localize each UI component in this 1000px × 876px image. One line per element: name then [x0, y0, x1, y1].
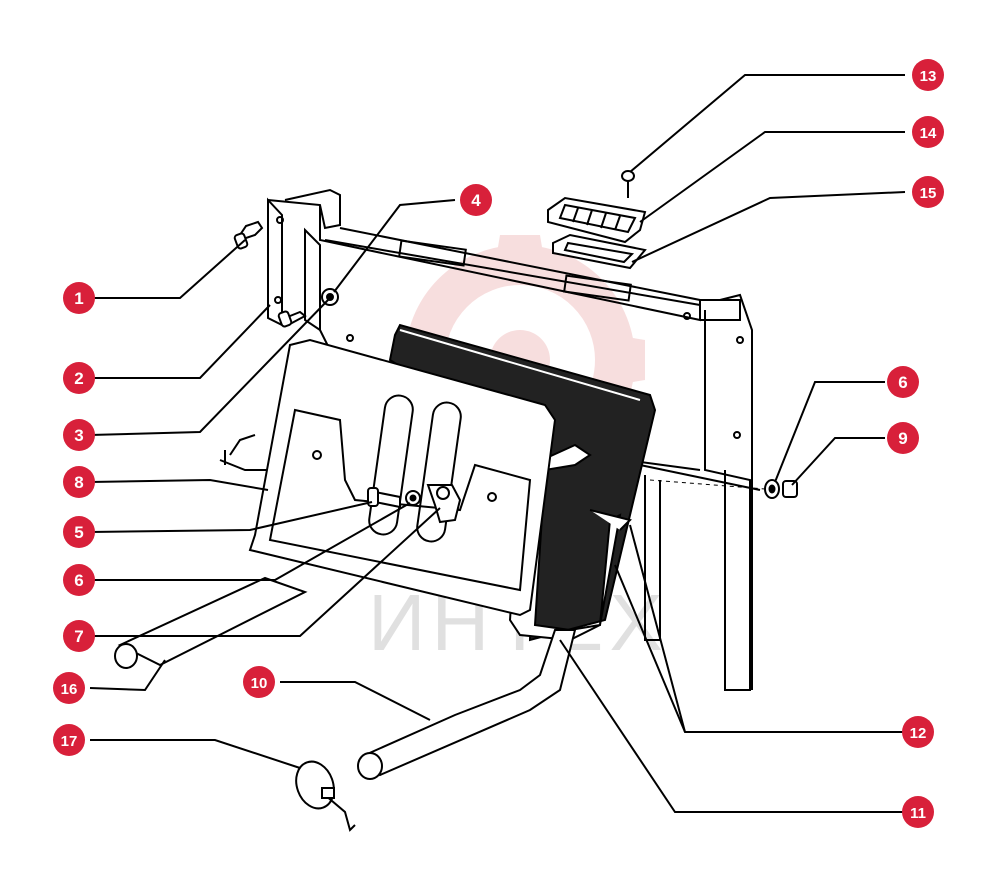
leader-6a — [90, 502, 411, 581]
leader-14 — [639, 131, 905, 223]
callout-number: 7 — [74, 627, 83, 646]
leader-lines — [89, 74, 906, 813]
callout-15: 15 — [912, 176, 944, 208]
nut-9 — [782, 480, 798, 498]
callout-number: 4 — [471, 191, 481, 210]
callout-badge — [63, 282, 95, 314]
leader-7 — [90, 507, 441, 637]
callout-number: 17 — [61, 733, 78, 750]
leader-13 — [629, 74, 905, 173]
callout-8: 8 — [63, 466, 95, 498]
callout-13: 13 — [912, 59, 944, 91]
callout-6: 6 — [63, 564, 95, 596]
leader-8 — [89, 478, 269, 491]
callout-3: 3 — [63, 419, 95, 451]
callout-number: 9 — [898, 429, 907, 448]
callout-badge — [912, 59, 944, 91]
leader-3 — [89, 299, 329, 436]
callout-10: 10 — [243, 666, 275, 698]
screw-3 — [277, 310, 307, 328]
callout-7: 7 — [63, 620, 95, 652]
screw-13 — [621, 170, 635, 198]
callout-number: 13 — [920, 68, 937, 85]
bolt-1 — [233, 220, 264, 250]
callout-badge — [53, 724, 85, 756]
leader-11 — [559, 639, 905, 813]
callout-number: 2 — [74, 369, 83, 388]
callout-number: 3 — [74, 426, 83, 445]
vent-cover-14 — [547, 196, 647, 244]
callout-1: 1 — [63, 282, 95, 314]
callout-6: 6 — [887, 366, 919, 398]
callout-badge — [63, 564, 95, 596]
callout-5: 5 — [63, 516, 95, 548]
dash-line — [649, 479, 766, 490]
hose-clamp-17 — [295, 760, 356, 832]
callout-badge — [243, 666, 275, 698]
callout-number: 14 — [920, 125, 937, 142]
hose-16 — [114, 576, 308, 669]
callout-badge — [63, 620, 95, 652]
leader-4 — [333, 199, 456, 293]
callout-number: 8 — [74, 473, 83, 492]
callout-badge — [902, 796, 934, 828]
callout-12: 12 — [902, 716, 934, 748]
callout-number: 12 — [910, 725, 927, 742]
callout-16: 16 — [53, 672, 85, 704]
leader-1 — [90, 239, 246, 299]
callout-4: 4 — [460, 184, 492, 216]
hose-10 — [357, 629, 577, 780]
leader-10 — [280, 681, 431, 721]
callout-number: 16 — [61, 681, 78, 698]
leader-15 — [631, 191, 906, 263]
callout-number: 11 — [910, 805, 926, 822]
callout-11: 11 — [902, 796, 934, 828]
callout-badge — [912, 116, 944, 148]
callout-badge — [902, 716, 934, 748]
callout-number: 1 — [74, 289, 83, 308]
leader-5 — [89, 501, 373, 533]
callout-14: 14 — [912, 116, 944, 148]
callout-9: 9 — [887, 422, 919, 454]
leader-16 — [89, 659, 166, 692]
callout-badge — [53, 672, 85, 704]
callout-badge — [63, 419, 95, 451]
callout-badge — [912, 176, 944, 208]
washer-6-right — [764, 479, 780, 499]
callout-badge — [63, 362, 95, 394]
leader-9 — [791, 437, 885, 486]
leader-12b — [629, 524, 686, 733]
callout-badge — [63, 466, 95, 498]
leader-17 — [90, 739, 301, 769]
callout-number: 6 — [74, 571, 83, 590]
callout-number: 5 — [74, 523, 83, 542]
callout-17: 17 — [53, 724, 85, 756]
callout-badge — [887, 366, 919, 398]
callout-badge — [63, 516, 95, 548]
callout-badge — [887, 422, 919, 454]
callout-number: 15 — [920, 185, 937, 202]
callout-badge — [460, 184, 492, 216]
leader-6b — [774, 381, 885, 483]
leader-2 — [90, 304, 271, 379]
front-plate — [248, 338, 557, 617]
callout-2: 2 — [63, 362, 95, 394]
callout-number: 10 — [251, 675, 268, 692]
callout-number: 6 — [898, 373, 907, 392]
gasket-15 — [552, 233, 647, 270]
